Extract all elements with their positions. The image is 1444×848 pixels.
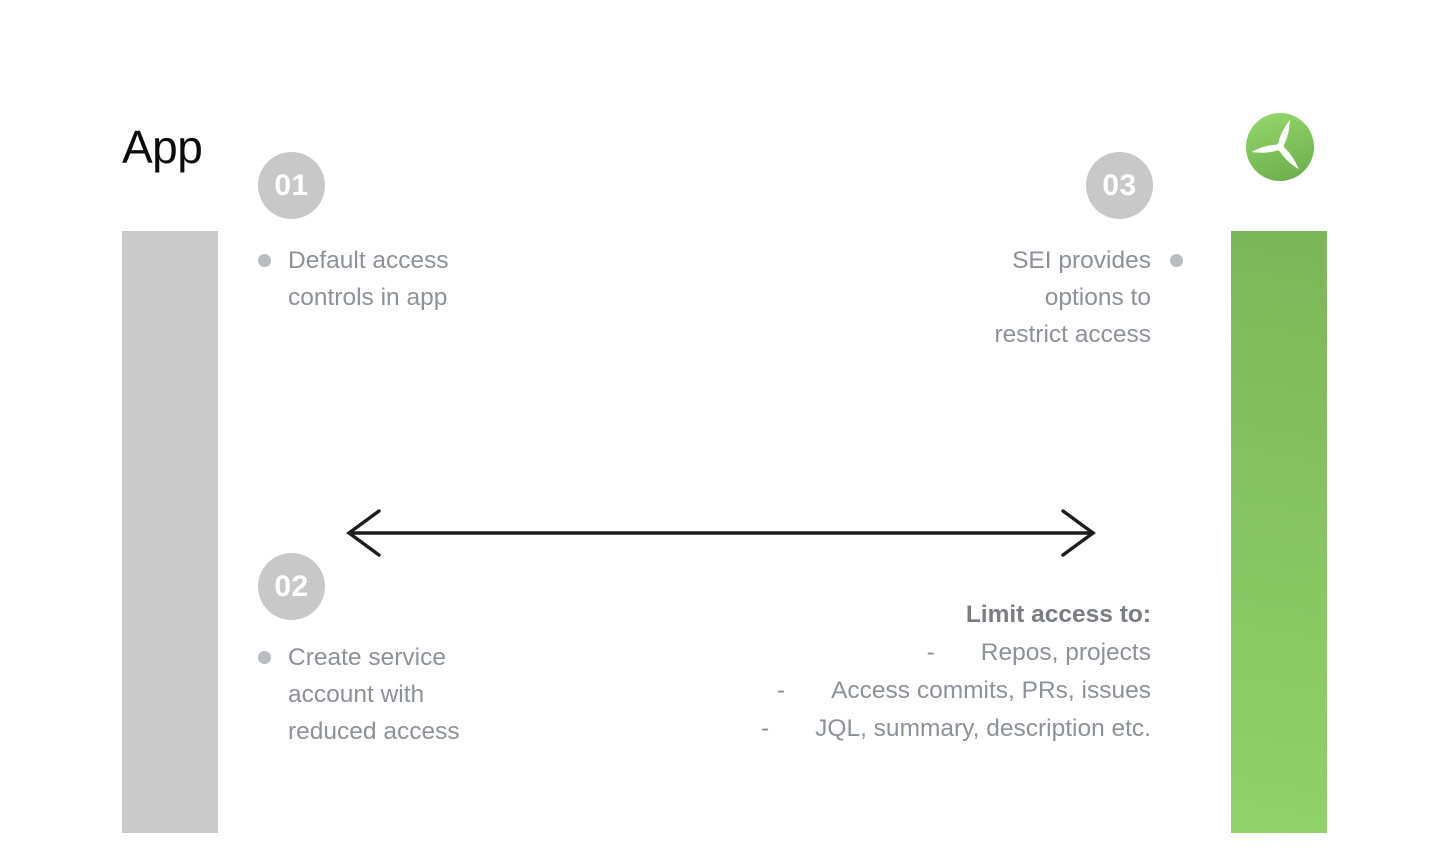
step-01-note: Default access controls in app — [258, 242, 449, 316]
left-gray-bar — [122, 231, 218, 833]
bullet-dot-icon — [258, 254, 271, 267]
step-03-line-3: restrict access — [994, 321, 1151, 348]
step-01-line-2: controls in app — [288, 284, 448, 311]
list-item-text: JQL, summary, description etc. — [815, 715, 1151, 742]
step-01-badge: 01 — [258, 152, 325, 219]
limit-access-heading: Limit access to: — [965, 601, 1151, 628]
step-02-badge: 02 — [258, 553, 325, 620]
list-item: - Access commits, PRs, issues — [761, 672, 1151, 710]
step-02-line-2: account with — [288, 681, 425, 708]
page-title: App — [122, 121, 203, 173]
sei-propeller-logo-icon — [1245, 112, 1315, 182]
step-02-line-3: reduced access — [288, 718, 460, 745]
dash-bullet: - — [776, 677, 786, 704]
step-01-text: Default access controls in app — [288, 242, 449, 316]
double-headed-arrow-icon — [344, 507, 1098, 559]
dash-bullet: - — [926, 639, 935, 666]
step-03-line-1: SEI provides — [1012, 247, 1151, 274]
limit-access-list: Limit access to: - Repos, projects - Acces… — [761, 596, 1151, 748]
step-03-badge: 03 — [1086, 152, 1153, 219]
list-item: - JQL, summary, description etc. — [761, 710, 1151, 748]
step-03-text: SEI provides options to restrict access — [994, 242, 1151, 353]
step-03-line-2: options to — [1044, 284, 1151, 311]
dash-bullet: - — [760, 715, 770, 742]
step-02-note: Create service account with reduced acce… — [258, 639, 460, 750]
step-03-note: SEI provides options to restrict access — [994, 242, 1183, 353]
list-item: - Repos, projects — [761, 634, 1151, 672]
bullet-dot-icon — [1170, 254, 1183, 267]
step-01-line-1: Default access — [288, 247, 449, 274]
step-02-line-1: Create service — [288, 644, 446, 671]
step-02-text: Create service account with reduced acce… — [288, 639, 460, 750]
list-item-text: Access commits, PRs, issues — [831, 677, 1151, 704]
list-item-text: Repos, projects — [980, 639, 1151, 666]
right-green-bar — [1231, 231, 1327, 833]
bullet-dot-icon — [258, 651, 271, 664]
